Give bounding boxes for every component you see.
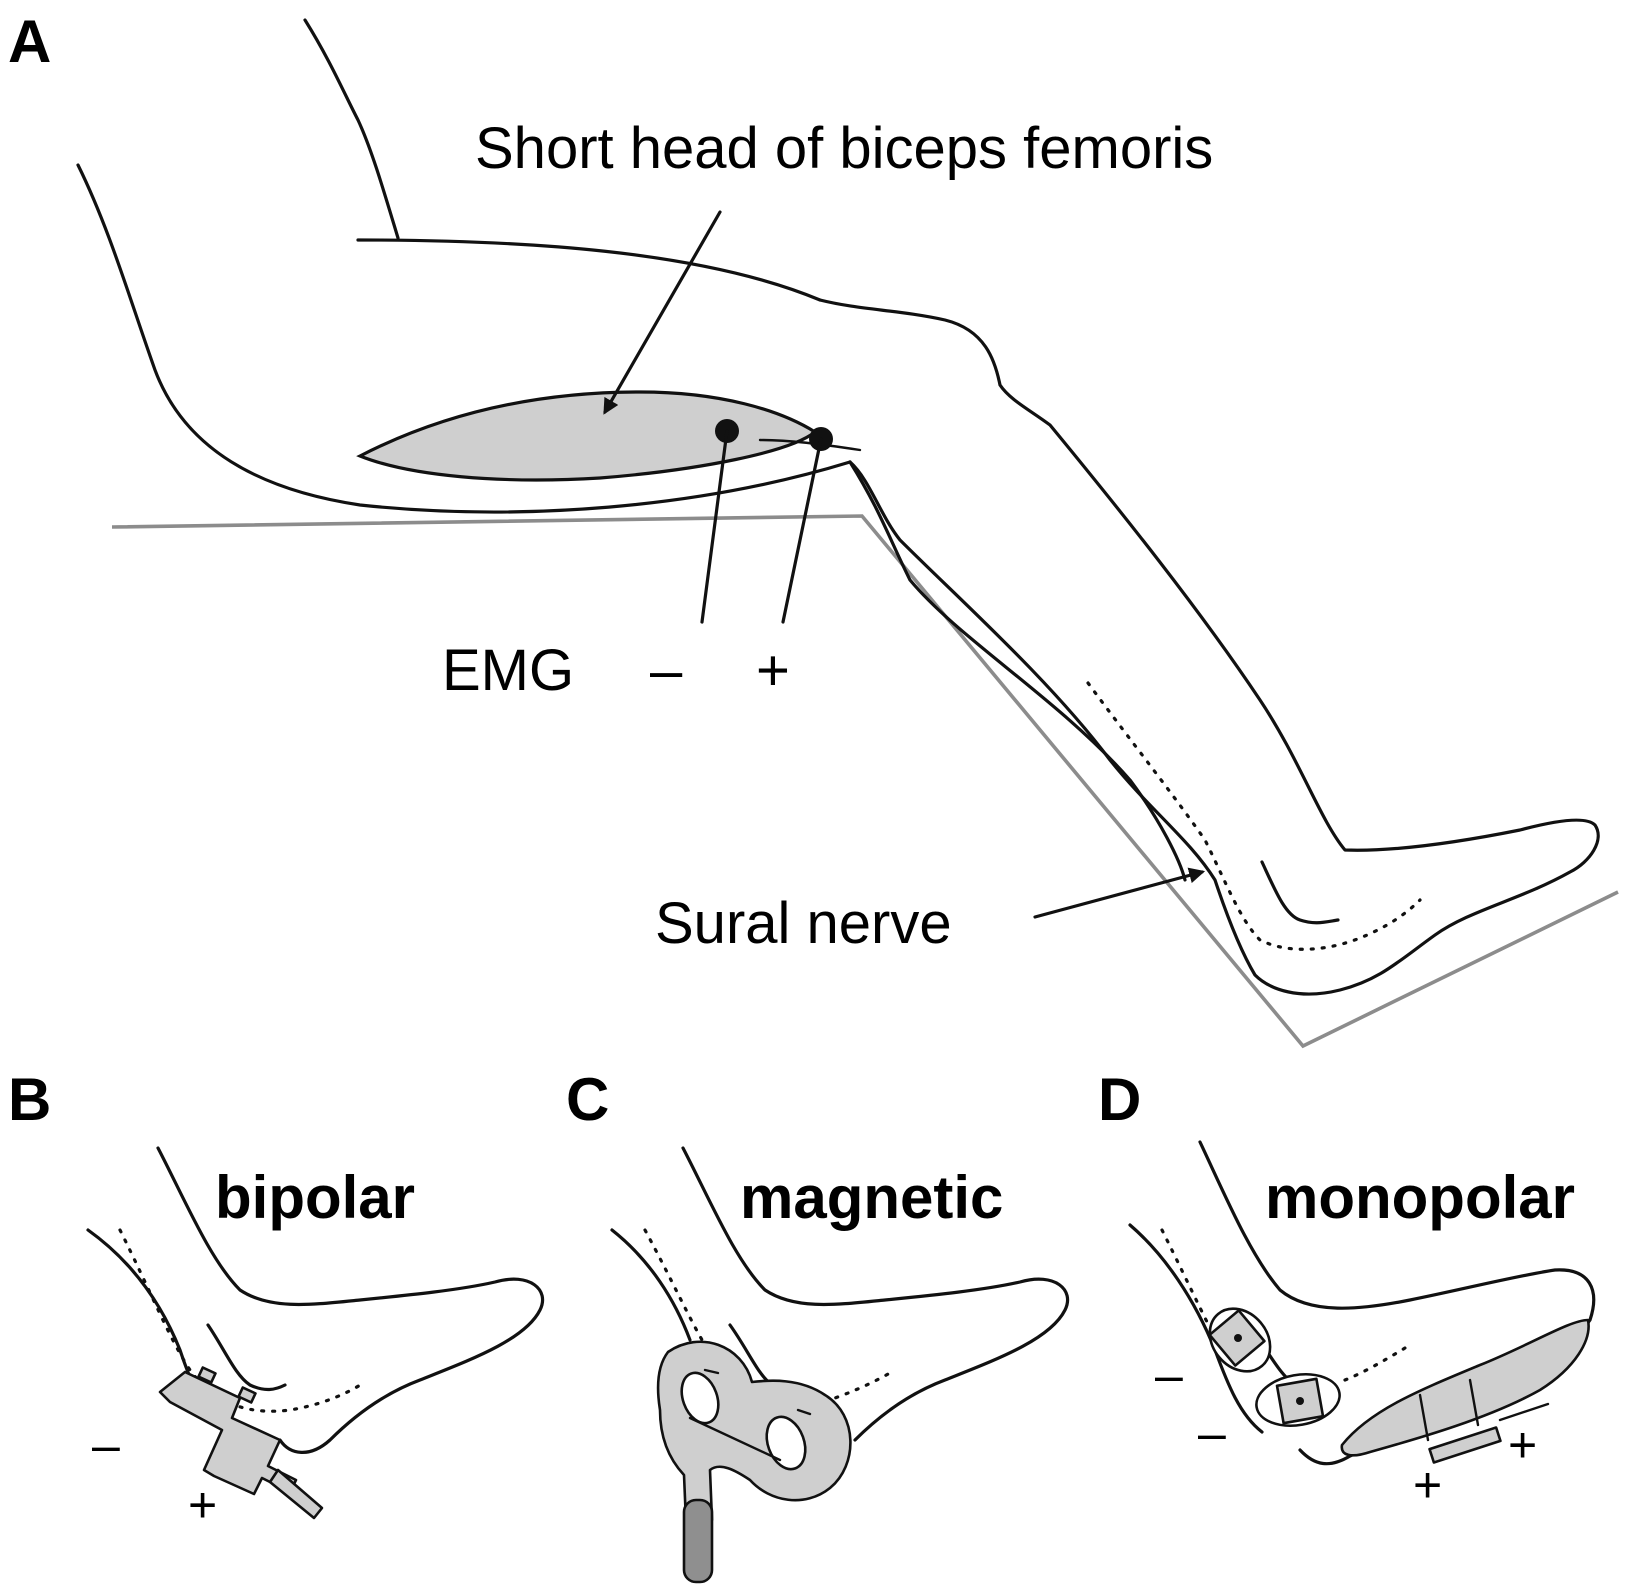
panel-d-minus-2: – (1198, 1405, 1226, 1461)
table-outline (111, 514, 1619, 1049)
panel-d-minus-1: – (1155, 1347, 1183, 1403)
sural-nerve-path (1086, 681, 1422, 951)
panel-c-title: magnetic (740, 1164, 1003, 1231)
malleolus-b (206, 1323, 287, 1392)
muscle-tendon-line (758, 438, 862, 452)
panel-d-plus-2: + (1413, 1457, 1442, 1513)
panel-b: B bipolar – + (8, 1066, 545, 1533)
panel-d-plus-1: + (1508, 1417, 1537, 1473)
torso-back-line (303, 18, 400, 240)
panel-a: A Short head of biceps femoris EMG – + S (8, 8, 1619, 1049)
nerve-dotted-b (118, 1228, 367, 1413)
panel-b-letter: B (8, 1066, 51, 1133)
thigh-top-line (356, 238, 822, 302)
panel-d: D monopolar – – + + (1098, 1066, 1596, 1513)
panel-c: C magnetic (566, 1066, 1070, 1584)
ankle-malleolus (1260, 860, 1340, 925)
leg-outline (818, 298, 1600, 996)
heel-line-c (610, 1228, 692, 1342)
bipolar-stimulator-icon (158, 1366, 324, 1520)
calf-line (848, 460, 1187, 882)
muscle-label: Short head of biceps femoris (475, 116, 1213, 181)
emg-minus-sign: – (650, 638, 683, 703)
biceps-femoris-muscle (356, 390, 818, 482)
panel-d-title: monopolar (1265, 1164, 1575, 1231)
monopolar-electrode-icon (1208, 1307, 1590, 1464)
emg-label: EMG (442, 638, 574, 703)
foot-outline-b (156, 1146, 545, 1454)
muscle-arrow-icon (603, 210, 722, 415)
panel-c-letter: C (566, 1066, 609, 1133)
magnetic-coil-icon (656, 1340, 852, 1584)
coil-center-line (688, 1416, 782, 1462)
emg-plus-lead (781, 437, 823, 624)
nerve-dotted-c (643, 1228, 897, 1407)
emg-plus-sign: + (756, 638, 790, 703)
panel-d-letter: D (1098, 1066, 1141, 1133)
panel-b-plus: + (188, 1477, 217, 1533)
buttock-thigh-under-line (76, 163, 852, 514)
panel-b-title: bipolar (215, 1164, 415, 1231)
foot-outline-c (681, 1146, 1070, 1442)
emg-minus-lead (700, 429, 729, 624)
panel-b-minus: – (92, 1417, 120, 1473)
panel-a-letter: A (8, 8, 51, 75)
nerve-arrow-icon (1033, 867, 1206, 919)
nerve-dotted-d (1160, 1228, 1407, 1382)
nerve-label: Sural nerve (655, 891, 952, 956)
